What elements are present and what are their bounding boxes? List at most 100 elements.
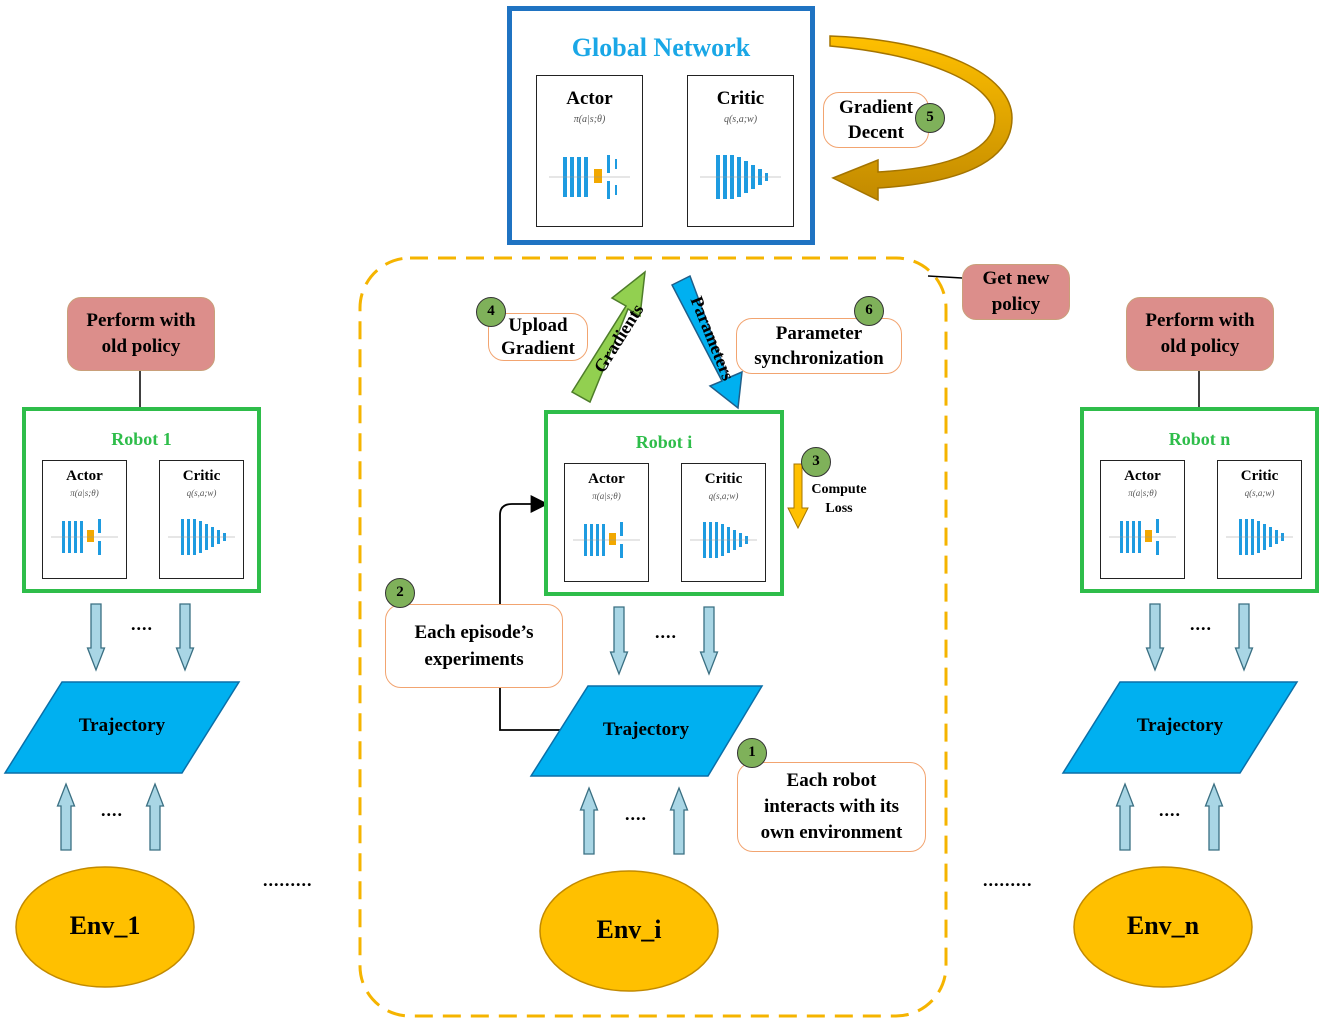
gradient-descent-curl-arrow <box>829 35 1013 202</box>
flow-arrows <box>56 603 1254 855</box>
step1-line3: own environment <box>760 822 903 843</box>
global-critic-formula: q(s,a;w) <box>723 114 758 125</box>
trajectory-label-1: Trajectory <box>78 715 166 736</box>
robot-actor-formula-n: π(a|s;θ) <box>1128 488 1157 498</box>
ellipsis-env-i: .... <box>625 804 647 824</box>
old-policy-1-line1: Perform with <box>86 310 196 331</box>
robot-critic-panel-n: Critic q(s,a;w) <box>1217 460 1302 579</box>
step5-line1: Gradient <box>839 97 913 118</box>
down-arrow-ia <box>609 606 629 676</box>
step3-line1: Compute <box>811 482 867 497</box>
ellipsis-env-n: .... <box>1159 800 1181 820</box>
robot-i-region <box>358 256 948 1018</box>
up-arrow-nb <box>1204 782 1224 851</box>
up-arrow-1a <box>56 782 76 851</box>
trajectory-shape-1 <box>3 681 241 774</box>
step2-line2: experiments <box>424 649 524 670</box>
robot-critic-network-icon-1 <box>168 519 235 555</box>
ellipsis-between-1-i: ......... <box>263 870 313 890</box>
ellipsis-env-1: .... <box>101 800 123 820</box>
step5-line2: Decent <box>848 122 904 143</box>
robot-critic-formula-n: q(s,a;w) <box>1244 488 1275 498</box>
robot-critic-title-i: Critic <box>704 471 743 487</box>
old-policy-box-1: Perform with old policy <box>67 297 215 371</box>
critic-network-icon <box>700 155 781 199</box>
robot-box-1: Robot 1 Actor π(a|s;θ) Critic q(s,a;w) <box>22 407 261 593</box>
global-network-box: Global Network Actor π(a|s;θ) Critic q(s… <box>507 6 815 245</box>
robot-actor-formula-1: π(a|s;θ) <box>70 488 99 498</box>
robot-actor-title-n: Actor <box>1124 468 1161 484</box>
robot-critic-panel-1: Critic q(s,a;w) <box>159 460 244 579</box>
robot-actor-network-icon-1 <box>51 519 118 555</box>
compute-loss-arrow <box>787 463 809 530</box>
robot-actor-panel-n: Actor π(a|s;θ) <box>1100 460 1185 579</box>
robot-box-n: Robot n Actor π(a|s;θ) Critic q(s,a;w) <box>1080 407 1319 593</box>
env-label-1: Env_1 <box>69 911 141 940</box>
env-ellipse-i <box>539 870 719 992</box>
step4-line2: Gradient <box>501 338 575 359</box>
global-actor-panel: Actor π(a|s;θ) <box>536 75 643 227</box>
env-label-i: Env_i <box>596 915 662 944</box>
robot-critic-network-icon-n <box>1226 519 1293 555</box>
down-arrow-nb <box>1234 603 1254 672</box>
step6-line2: synchronization <box>754 348 884 369</box>
experience-connector <box>499 495 560 731</box>
robot-actor-panel-i: Actor π(a|s;θ) <box>564 463 649 582</box>
robot-title-1: Robot 1 <box>111 429 172 449</box>
up-arrow-ib <box>669 786 689 855</box>
old-policy-n-line1: Perform with <box>1145 310 1255 331</box>
step1-interaction-note: Each robot interacts with its own enviro… <box>737 762 926 852</box>
old-policy-1-line2: old policy <box>101 336 181 357</box>
global-critic-title: Critic <box>716 88 765 109</box>
step1-line1: Each robot <box>786 770 877 791</box>
ellipsis-robot-i: .... <box>655 622 677 642</box>
trajectory-shape-i <box>529 685 764 777</box>
robot-critic-title-n: Critic <box>1240 468 1279 484</box>
get-new-policy-box: Get new policy <box>962 264 1070 320</box>
step5-badge: 5 <box>915 103 945 133</box>
step3-badge: 3 <box>801 447 831 477</box>
gradients-arrow <box>570 270 646 404</box>
global-network-title: Global Network <box>571 33 751 62</box>
down-arrow-na <box>1145 603 1165 672</box>
env-label-n: Env_n <box>1126 911 1200 940</box>
step2-line1: Each episode’s <box>414 622 534 643</box>
down-arrow-1b <box>175 603 195 672</box>
step6-parameter-sync-note: Parameter synchronization <box>736 318 902 374</box>
step1-line2: interacts with its <box>763 796 900 817</box>
old-policy-n-line2: old policy <box>1160 336 1240 357</box>
robot-critic-formula-i: q(s,a;w) <box>708 491 739 501</box>
old-policy-box-n: Perform with old policy <box>1126 297 1274 371</box>
env-ellipse-n <box>1073 866 1253 988</box>
trajectory-label-n: Trajectory <box>1136 715 1224 736</box>
step2-episode-note: Each episode’s experiments <box>385 604 563 688</box>
robot-actor-title-1: Actor <box>66 468 103 484</box>
step4-line1: Upload <box>508 315 568 336</box>
robot-box-i: Robot i Actor π(a|s;θ) Critic q(s,a;w) <box>544 410 784 596</box>
down-arrow-1a <box>86 603 106 672</box>
step5-gradient-descent-note: Gradient Decent <box>823 92 929 148</box>
step3-compute-loss-label: Compute Loss <box>800 480 878 518</box>
get-new-policy-line2: policy <box>991 294 1041 315</box>
step4-badge: 4 <box>476 297 506 327</box>
ellipsis-robot-1: .... <box>131 614 153 634</box>
up-arrow-1b <box>145 782 165 851</box>
robot-title-i: Robot i <box>635 432 693 452</box>
robot-critic-title-1: Critic <box>182 468 221 484</box>
get-new-policy-line1: Get new <box>982 268 1050 289</box>
ellipsis-between-i-n: ......... <box>983 870 1033 890</box>
robot-critic-network-icon-i <box>690 522 757 558</box>
step3-line2: Loss <box>825 501 853 516</box>
ellipsis-robot-n: .... <box>1190 614 1212 634</box>
robot-actor-network-icon-n <box>1109 519 1176 555</box>
step6-line1: Parameter <box>775 323 863 344</box>
down-arrow-ib <box>699 606 719 676</box>
parameters-arrow <box>670 274 743 410</box>
robot-actor-panel-1: Actor π(a|s;θ) <box>42 460 127 579</box>
env-ellipse-1 <box>15 866 195 988</box>
robot-actor-network-icon-i <box>573 522 640 558</box>
robot-critic-formula-1: q(s,a;w) <box>186 488 217 498</box>
global-critic-panel: Critic q(s,a;w) <box>687 75 794 227</box>
